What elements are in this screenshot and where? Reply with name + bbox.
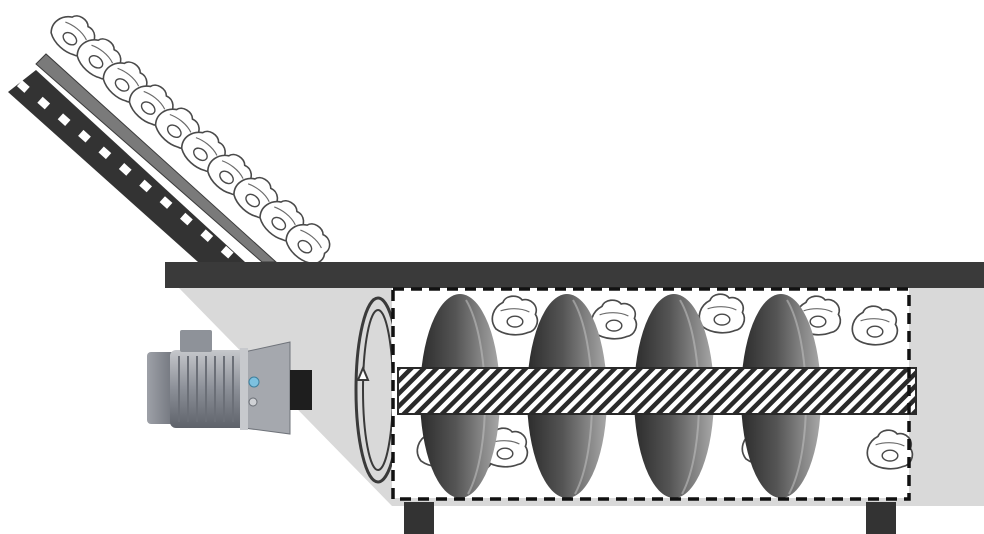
motor-fin [232,356,234,422]
motor-indicator [249,377,259,387]
platform-beam [165,262,984,288]
support-leg-right [866,502,896,534]
support-leg-left [404,502,434,534]
motor-bolt [249,398,257,406]
inclined-conveyor [8,6,337,270]
motor-fin [196,356,198,422]
motor-fin [178,356,180,422]
motor-body [170,350,246,428]
motor-fin [187,356,189,422]
motor-flange [240,348,248,430]
motor-fin [223,356,225,422]
motor-gearbox [244,342,290,434]
motor-terminal-box [180,330,212,352]
motor-fin [205,356,207,422]
screw-shaft [398,368,916,414]
electric-motor [147,330,312,434]
motor-shaft-coupling [290,370,312,410]
motor-fin [214,356,216,422]
